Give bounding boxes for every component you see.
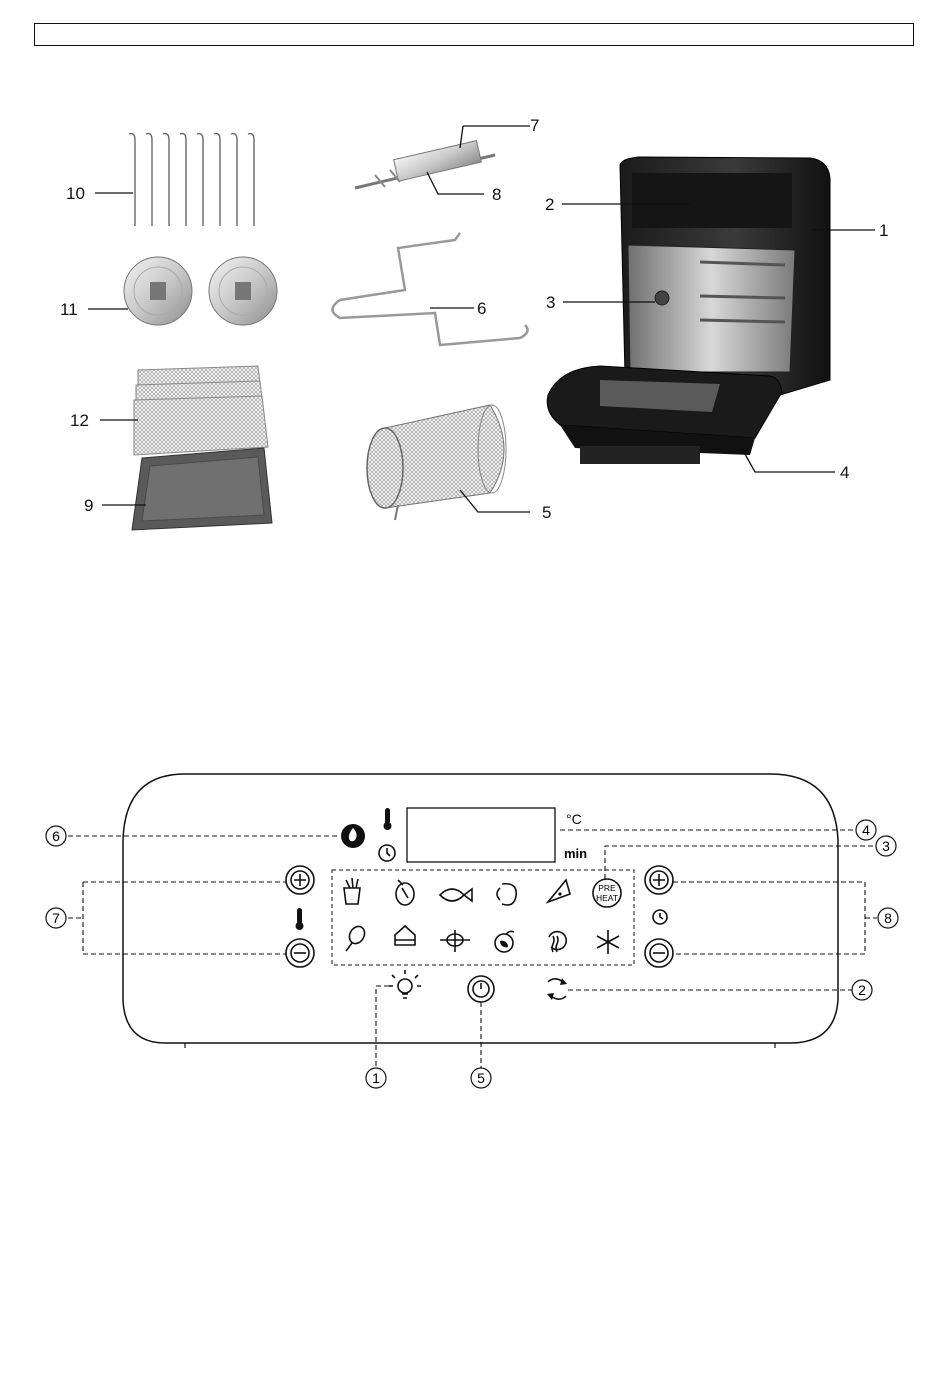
rotisserie-spit-illustration	[355, 141, 495, 188]
callout-4: 4	[840, 463, 849, 482]
temperature-plus-button[interactable]	[286, 866, 314, 894]
air-fryer-oven-illustration	[547, 157, 830, 464]
svg-text:8: 8	[884, 910, 892, 926]
parts-diagram: 10 11 12 9 7 8 6 5 2 3 1 4	[0, 0, 950, 560]
callout-1: 1	[879, 221, 888, 240]
celsius-indicator: °C	[566, 811, 582, 827]
callout-2: 2	[545, 195, 554, 214]
temperature-minus-button[interactable]	[286, 939, 314, 967]
mesh-trays-illustration	[134, 366, 268, 455]
reheat-icon[interactable]	[549, 932, 566, 952]
rotisserie-handle-illustration	[333, 233, 528, 345]
panel-callout-1: 1	[366, 1068, 386, 1088]
temperature-setting-icon	[296, 908, 304, 930]
callout-5: 5	[542, 503, 551, 522]
time-setting-icon	[653, 910, 667, 924]
preheat-button[interactable]: PRE HEAT	[593, 879, 621, 907]
callout-12: 12	[70, 411, 89, 430]
defrost-icon[interactable]	[597, 930, 619, 954]
svg-text:2: 2	[858, 982, 866, 998]
panel-leader-lines	[68, 830, 877, 1068]
shrimp-icon[interactable]	[497, 884, 516, 905]
pizza-icon[interactable]	[548, 880, 570, 902]
fruit-icon[interactable]	[495, 931, 514, 952]
callout-10: 10	[66, 184, 85, 203]
callout-3: 3	[546, 293, 555, 312]
skewer-set-illustration	[129, 134, 254, 226]
roast-flame-button[interactable]	[341, 824, 365, 848]
minutes-indicator: min	[564, 846, 587, 861]
svg-text:3: 3	[882, 838, 890, 854]
clock-icon	[379, 845, 395, 861]
callout-8: 8	[492, 185, 501, 204]
drumstick-icon[interactable]	[346, 924, 368, 951]
callout-7: 7	[530, 116, 539, 135]
rotisserie-basket-illustration	[367, 405, 506, 520]
panel-callout-3: 3	[876, 836, 896, 856]
callout-6: 6	[477, 299, 486, 318]
time-plus-button[interactable]	[645, 866, 673, 894]
cake-icon[interactable]	[395, 926, 415, 945]
preheat-label-line1: PRE	[598, 883, 616, 893]
callout-9: 9	[84, 496, 93, 515]
rotisserie-forks-illustration	[124, 257, 277, 325]
control-panel-diagram: °C min PRE HEAT	[0, 760, 950, 1100]
callout-11: 11	[60, 300, 78, 319]
panel-callout-4: 4	[856, 820, 876, 840]
power-button[interactable]	[468, 976, 494, 1002]
rotate-button[interactable]	[547, 978, 567, 1000]
panel-callout-7: 7	[46, 908, 66, 928]
fish-icon[interactable]	[440, 889, 472, 901]
svg-text:1: 1	[372, 1070, 380, 1086]
svg-text:6: 6	[52, 828, 60, 844]
skewer-icon[interactable]	[440, 930, 470, 952]
panel-callout-5: 5	[471, 1068, 491, 1088]
svg-text:7: 7	[52, 910, 60, 926]
fries-icon[interactable]	[344, 878, 360, 904]
steak-icon[interactable]	[396, 880, 414, 905]
panel-callout-6: 6	[46, 826, 66, 846]
svg-text:4: 4	[862, 822, 870, 838]
svg-text:5: 5	[477, 1070, 485, 1086]
panel-callout-8: 8	[878, 908, 898, 928]
panel-callout-2: 2	[852, 980, 872, 1000]
preset-grid	[332, 870, 634, 965]
lcd-display	[407, 808, 555, 862]
time-minus-button[interactable]	[645, 939, 673, 967]
drip-tray-illustration	[132, 448, 272, 530]
thermometer-icon	[384, 808, 392, 830]
preheat-label-line2: HEAT	[596, 893, 618, 903]
light-bulb-button[interactable]	[389, 970, 421, 998]
